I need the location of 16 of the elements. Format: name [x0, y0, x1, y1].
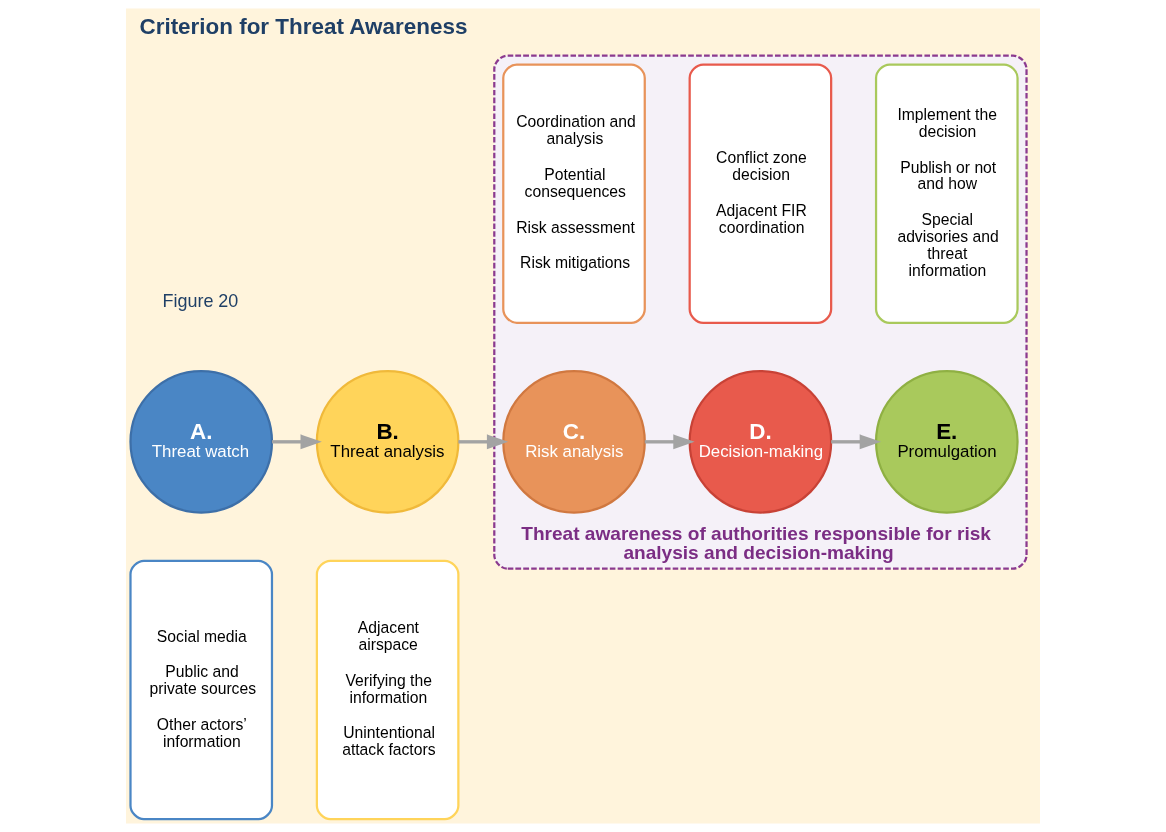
label: Figure 20	[162, 290, 239, 311]
node-box: Coordination and analysis Potential consequences Risk assessment Risk mitigations	[502, 63, 646, 324]
node-box: Conflict zone decision Adjacent FIR coordination	[688, 63, 833, 324]
node-box: Social media Public and private sources Other actors’ information	[129, 559, 274, 821]
node-circle: B. Threat analysis	[315, 369, 460, 514]
node-circle: A. Threat watch	[129, 369, 274, 514]
node-box: Adjacent airspace Verifying the information Unintentional attack factors	[315, 559, 460, 821]
node-box: Implement the decision Publish or not and how Special advisories and threat information	[874, 63, 1019, 324]
arrow	[644, 434, 695, 450]
node-circle: D. Decision-making	[688, 369, 833, 514]
node-circle: E. Promulgation	[874, 369, 1019, 514]
arrow	[831, 434, 882, 450]
diagram-title: Criterion for Threat Awareness	[139, 14, 468, 40]
node-circle: C. Risk analysis	[502, 369, 646, 514]
arrow	[271, 434, 322, 450]
arrow	[458, 434, 509, 450]
